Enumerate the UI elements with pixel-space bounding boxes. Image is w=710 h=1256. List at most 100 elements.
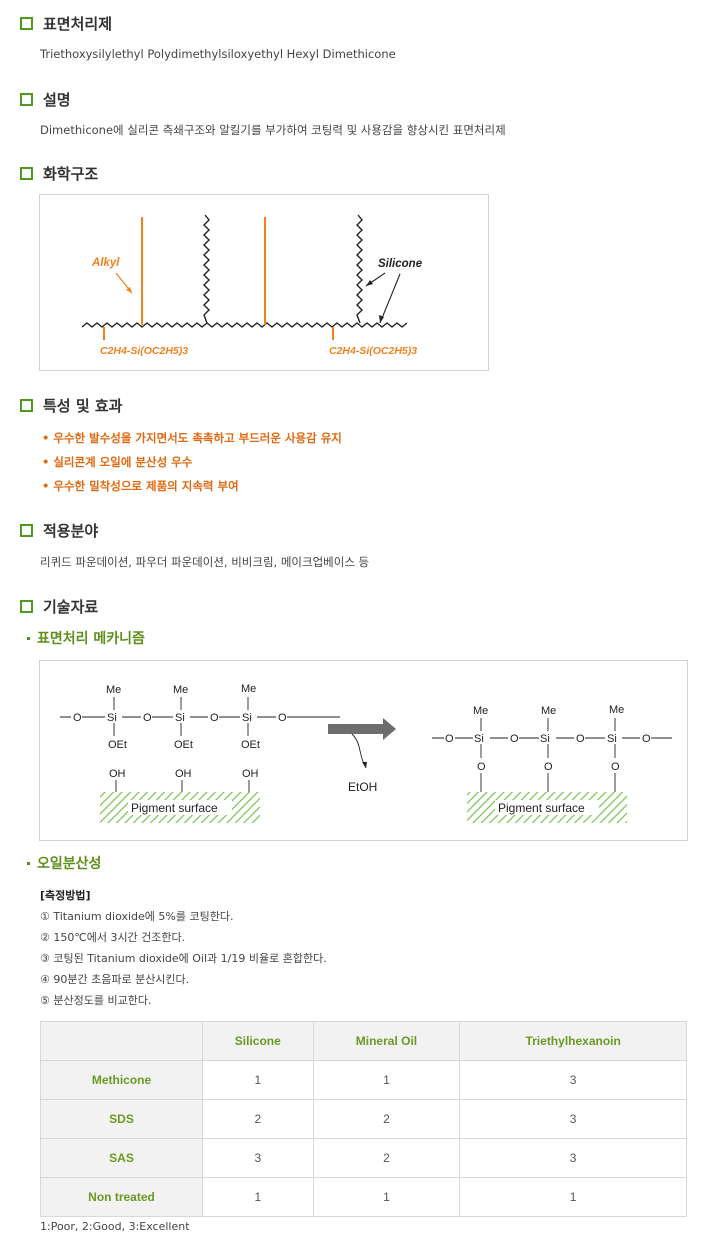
oxygen-label: O — [642, 733, 651, 745]
table-cell: 1 — [312, 1060, 461, 1100]
hydroxyl-label: OH — [175, 768, 192, 780]
table-cell: 3 — [459, 1099, 687, 1139]
table-header-cell — [40, 1021, 203, 1061]
table-cell: 3 — [459, 1060, 687, 1100]
table-header-cell: Silicone — [202, 1021, 314, 1061]
bullet-dot-icon — [27, 861, 30, 865]
table-cell: 1 — [202, 1177, 314, 1217]
section-title: 설명 — [43, 91, 71, 109]
table-cell: 3 — [459, 1138, 687, 1178]
ethanol-label: EtOH — [348, 780, 377, 794]
ethoxy-label: OEt — [174, 739, 193, 751]
green-square-icon — [20, 93, 33, 106]
silicon-label: Si — [107, 712, 117, 724]
table-cell: 1 — [459, 1177, 687, 1217]
silicone-label: Silicone — [378, 258, 423, 270]
method-step: ⑤ 분산정도를 비교한다. — [40, 994, 152, 1007]
rating-legend: 1:Poor, 2:Good, 3:Excellent — [40, 1220, 190, 1233]
table-cell: 1 — [202, 1060, 314, 1100]
hydroxyl-label: OH — [109, 768, 126, 780]
table-header-row: Silicone Mineral Oil Triethylhexanoin — [40, 1021, 687, 1061]
oxygen-label: O — [576, 733, 585, 745]
green-square-icon — [20, 17, 33, 30]
feature-item: • 실리콘계 오일에 분산성 우수 — [42, 455, 193, 469]
subsection-title: 표면처리 메카니즘 — [37, 631, 145, 647]
method-step: ① Titanium dioxide에 5%를 코팅한다. — [40, 910, 234, 923]
group-label-right: C2H4-Si(OC2H5)3 — [329, 345, 417, 357]
section-title: 기술자료 — [43, 598, 99, 616]
section-title: 표면처리제 — [43, 15, 113, 33]
alkyl-label: Alkyl — [91, 257, 120, 269]
inci-name: Triethoxysilylethyl Polydimethylsiloxyet… — [40, 47, 396, 61]
oxygen-label: O — [510, 733, 519, 745]
oxygen-label: O — [611, 761, 620, 773]
oxygen-label: O — [210, 712, 219, 724]
table-cell: 1 — [312, 1177, 461, 1217]
pigment-surface-label: Pigment surface — [131, 801, 218, 815]
green-square-icon — [20, 399, 33, 412]
reaction-arrow-icon — [328, 718, 396, 740]
silicon-label: Si — [607, 733, 617, 745]
methyl-label: Me — [106, 684, 121, 696]
green-square-icon — [20, 600, 33, 613]
feature-item: • 우수한 밀착성으로 제품의 지속력 부여 — [42, 479, 239, 493]
section-header-applications: 적용분야 — [20, 520, 98, 541]
silicon-label: Si — [242, 712, 252, 724]
oxygen-label: O — [143, 712, 152, 724]
green-square-icon — [20, 167, 33, 180]
feature-item: • 우수한 발수성을 가지면서도 촉촉하고 부드러운 사용감 유지 — [42, 431, 342, 445]
section-title: 적용분야 — [43, 522, 99, 540]
methyl-label: Me — [541, 705, 556, 717]
oxygen-label: O — [445, 733, 454, 745]
table-row: Methicone 1 1 3 — [40, 1060, 687, 1100]
subsection-dispersion: 오일분산성 — [27, 853, 101, 873]
oxygen-label: O — [477, 761, 486, 773]
section-header-tech: 기술자료 — [20, 596, 98, 617]
chemical-structure-figure: Alkyl Silicone C2H4-Si(OC2H5)3 C2H4-Si(O… — [39, 194, 489, 371]
section-title: 화학구조 — [43, 165, 99, 183]
methyl-label: Me — [609, 704, 624, 716]
group-label-left: C2H4-Si(OC2H5)3 — [100, 345, 188, 357]
silicon-label: Si — [540, 733, 550, 745]
silicon-label: Si — [474, 733, 484, 745]
applications-text: 리퀴드 파운데이션, 파우더 파운데이션, 비비크림, 메이크업베이스 등 — [40, 555, 370, 569]
hydroxyl-label: OH — [242, 768, 259, 780]
row-label: SAS — [40, 1138, 203, 1178]
description-text: Dimethicone에 실리콘 측쇄구조와 알킬기를 부가하여 코팅력 및 사… — [40, 123, 506, 137]
methyl-label: Me — [473, 705, 488, 717]
bullet-dot-icon — [27, 636, 30, 640]
section-header-description: 설명 — [20, 89, 71, 110]
row-label: SDS — [40, 1099, 203, 1139]
methyl-label: Me — [241, 683, 256, 695]
mechanism-diagram: O Si O Si O Si O Me Me Me OEt OEt OEt OH — [60, 683, 672, 823]
oxygen-label: O — [73, 712, 82, 724]
section-header-structure: 화학구조 — [20, 163, 98, 184]
section-header-features: 특성 및 효과 — [20, 395, 122, 416]
subsection-title: 오일분산성 — [37, 856, 102, 872]
ethoxy-label: OEt — [108, 739, 127, 751]
method-step: ② 150℃에서 3시간 건조한다. — [40, 931, 186, 944]
green-square-icon — [20, 524, 33, 537]
table-row: SAS 3 2 3 — [40, 1138, 687, 1178]
subsection-mechanism: 표면처리 메카니즘 — [27, 628, 145, 648]
method-step: ③ 코팅된 Titanium dioxide에 Oil과 1/19 비율로 혼합… — [40, 952, 327, 965]
method-title: [측정방법] — [40, 889, 91, 902]
table-cell: 2 — [202, 1099, 314, 1139]
pigment-surface-label: Pigment surface — [498, 801, 585, 815]
section-title: 특성 및 효과 — [43, 397, 123, 415]
section-header-surface-treatment: 표면처리제 — [20, 13, 112, 34]
table-cell: 3 — [202, 1138, 314, 1178]
dispersion-table: Silicone Mineral Oil Triethylhexanoin Me… — [40, 1021, 687, 1217]
table-row: SDS 2 2 3 — [40, 1099, 687, 1139]
table-cell: 2 — [312, 1138, 461, 1178]
row-label: Non treated — [40, 1177, 203, 1217]
method-step: ④ 90분간 초음파로 분산시킨다. — [40, 973, 190, 986]
oxygen-label: O — [278, 712, 287, 724]
table-cell: 2 — [312, 1099, 461, 1139]
table-row: Non treated 1 1 1 — [40, 1177, 687, 1217]
methyl-label: Me — [173, 684, 188, 696]
ethoxy-label: OEt — [241, 739, 260, 751]
mechanism-figure: O Si O Si O Si O Me Me Me OEt OEt OEt OH — [39, 660, 688, 841]
silicon-label: Si — [175, 712, 185, 724]
oxygen-label: O — [544, 761, 553, 773]
